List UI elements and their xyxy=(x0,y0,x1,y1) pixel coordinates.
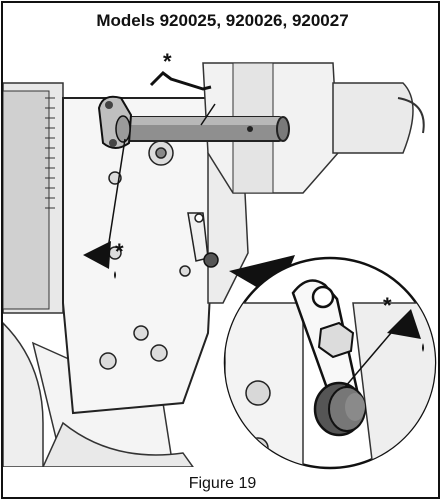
detail-lube-asterisk: * xyxy=(383,293,392,318)
return-spring xyxy=(149,71,212,91)
spring-asterisk: * xyxy=(163,49,172,74)
spring-leader-line xyxy=(200,103,216,126)
detail-view xyxy=(223,256,437,470)
models-title: Models 920025, 920026, 920027 xyxy=(96,11,349,30)
assembly-illustration: * * xyxy=(3,49,437,470)
flange-bearing xyxy=(97,95,133,149)
pivot-rod xyxy=(122,116,290,142)
engine-background xyxy=(3,62,425,467)
detail-oil-drop-icon xyxy=(387,309,424,352)
oil-drop-icon xyxy=(83,241,116,279)
figure-caption: Figure 19 xyxy=(188,475,257,492)
bearing-leader-line xyxy=(106,138,126,256)
detail-leader-line xyxy=(344,332,392,388)
left-lube-asterisk: * xyxy=(115,239,124,264)
